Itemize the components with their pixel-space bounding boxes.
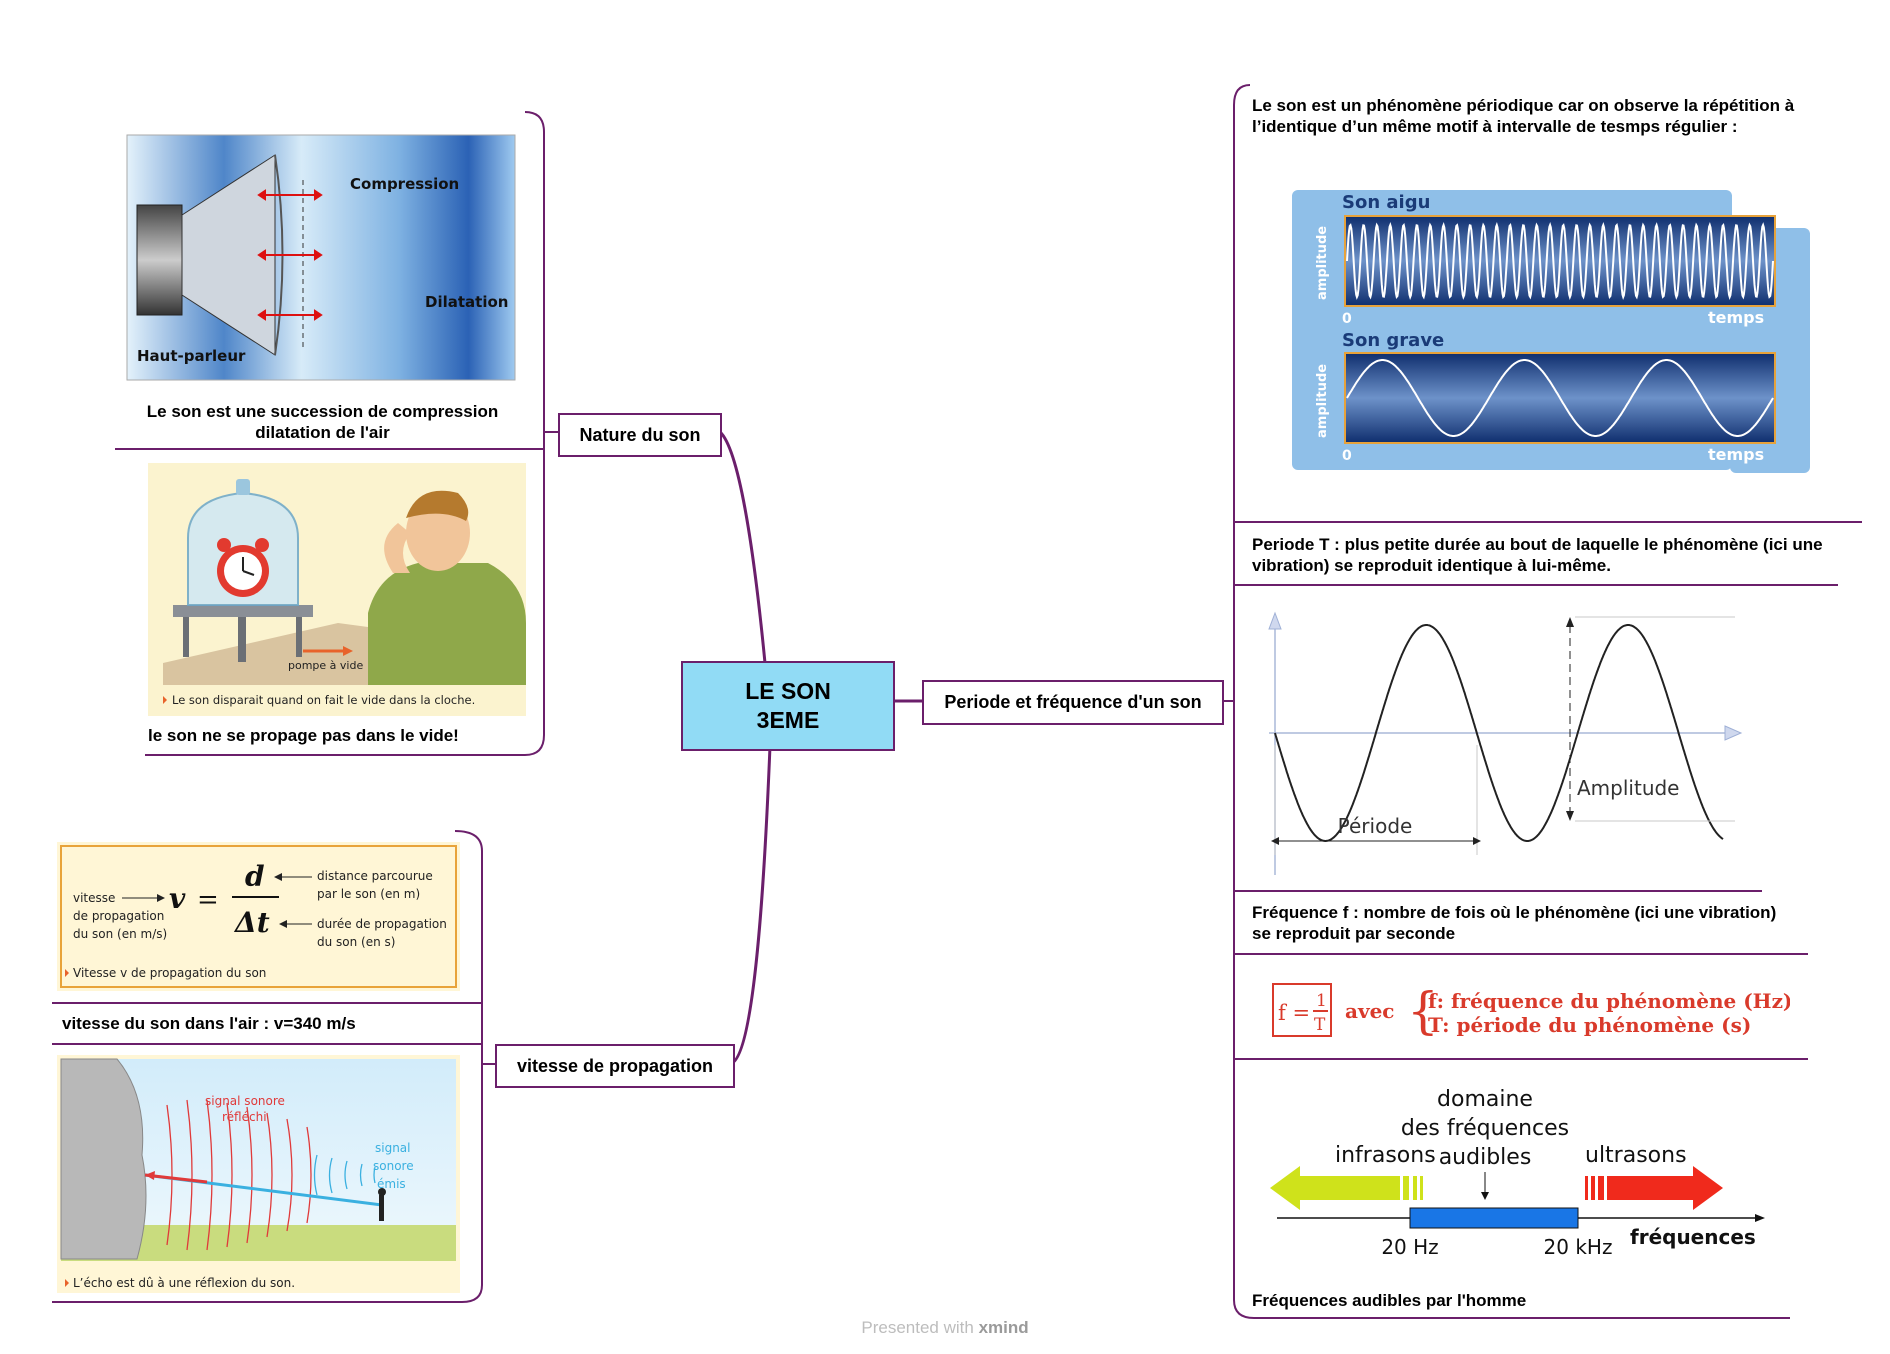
label-amplitude-aigu: amplitude <box>1315 226 1330 300</box>
formula-distance-1: distance parcourue <box>317 869 433 883</box>
branch-nature <box>718 430 767 664</box>
note-vide: le son ne se propage pas dans le vide! <box>148 726 459 745</box>
spectrum-20hz: 20 Hz <box>1381 1235 1438 1259</box>
topic-vitesse-propagation[interactable]: vitesse de propagation <box>495 1044 735 1088</box>
label-zero-aigu: 0 <box>1342 311 1352 327</box>
wave-aigu <box>1346 221 1774 301</box>
band-audible <box>1409 1207 1579 1229</box>
svg-text:{: { <box>1407 982 1439 1040</box>
spectrum-frequences: fréquences <box>1630 1225 1756 1249</box>
echo-emis-3: émis <box>377 1177 406 1191</box>
image-bell-jar: pompe à vide Le son disparait quand on f… <box>148 463 526 716</box>
echo-reflechi-2: réfléchi <box>222 1110 267 1124</box>
label-amplitude-grave: amplitude <box>1315 364 1330 438</box>
label-temps-aigu: temps <box>1708 308 1764 327</box>
periode-bracket <box>1233 84 1790 1319</box>
label-haut-parleur: Haut-parleur <box>137 347 246 365</box>
formula-vitesse-label: vitesse <box>73 891 115 905</box>
footer-text: Presented with <box>861 1318 979 1337</box>
image-formula-vitesse: vitesse de propagation du son (en m/s) v… <box>57 842 460 991</box>
echo-emis-2: sonore <box>373 1159 414 1173</box>
spectrum-domaine-3: audibles <box>1439 1145 1532 1170</box>
wave-grave <box>1346 359 1774 437</box>
formula-delta-t: Δt <box>233 906 270 939</box>
nature-bracket <box>145 111 545 756</box>
image-echo: signal sonore réfléchi signal sonore émi… <box>57 1055 460 1293</box>
image-son-aigu-grave: Son aigu Son grave amplitude amplitude 0… <box>1290 188 1812 478</box>
note-periode-definition: Periode T : plus petite durée au bout de… <box>1252 535 1823 575</box>
formula-equals: = <box>197 885 219 915</box>
label-compression: Compression <box>350 175 459 193</box>
freq-line-1: f: fréquence du phénomène (Hz) <box>1428 989 1790 1013</box>
spectrum-ultrasons: ultrasons <box>1585 1143 1687 1168</box>
freq-avec: avec <box>1345 999 1394 1023</box>
note-compression-dilatation: Le son est une succession de compression… <box>146 402 499 442</box>
spectrum-domaine-2: des fréquences <box>1401 1116 1569 1141</box>
central-title-line2: 3EME <box>756 707 820 733</box>
note-frequence-definition: Fréquence f : nombre de fois où le phéno… <box>1252 903 1777 943</box>
caption-formula-vitesse: Vitesse v de propagation du son <box>73 966 266 980</box>
freq-f-equals: f = <box>1278 1001 1310 1025</box>
label-pompe-vide: pompe à vide <box>288 659 363 672</box>
label-zero-grave: 0 <box>1342 448 1352 464</box>
spectrum-domaine-1: domaine <box>1437 1087 1533 1112</box>
branch-vitesse <box>729 745 772 1066</box>
note-vitesse-air: vitesse du son dans l'air : v=340 m/s <box>62 1014 356 1033</box>
freq-denominator: T <box>1314 1015 1326 1035</box>
label-dilatation: Dilatation <box>425 293 508 311</box>
image-sinusoide: Période Amplitude <box>1255 605 1755 883</box>
label-son-aigu: Son aigu <box>1342 192 1430 213</box>
label-son-grave: Son grave <box>1342 330 1444 351</box>
freq-line-2: T: période du phénomène (s) <box>1428 1013 1751 1037</box>
note-frequences-audibles: Fréquences audibles par l'homme <box>1252 1291 1527 1310</box>
spectrum-20khz: 20 kHz <box>1544 1235 1613 1259</box>
echo-emis-1: signal <box>375 1141 411 1155</box>
spectrum-infrasons: infrasons <box>1335 1143 1436 1168</box>
label-periode: Période <box>1338 814 1413 838</box>
caption-bell-jar: Le son disparait quand on fait le vide d… <box>172 693 475 707</box>
arrow-ultrasons <box>1607 1166 1723 1210</box>
note-periodique: Le son est un phénomène périodique car o… <box>1252 96 1795 136</box>
footer-presented-with: Presented with xmind <box>0 1318 1890 1338</box>
freq-numerator: 1 <box>1316 991 1327 1011</box>
formula-v: v <box>169 882 186 915</box>
footer-brand: xmind <box>978 1318 1029 1337</box>
image-formule-frequence: f = 1 T avec { f: fréquence du phénomène… <box>1270 978 1790 1046</box>
formula-duree-2: du son (en s) <box>317 935 395 949</box>
label-amplitude: Amplitude <box>1577 776 1680 800</box>
vitesse-bracket <box>52 830 483 1303</box>
arrow-infrasons <box>1270 1166 1400 1210</box>
formula-de-propagation-label: de propagation <box>73 909 164 923</box>
caption-echo: L’écho est dû à une réflexion du son. <box>73 1276 295 1290</box>
formula-distance-2: par le son (en m) <box>317 887 420 901</box>
sine-curve <box>1274 624 1724 842</box>
label-temps-grave: temps <box>1708 445 1764 464</box>
image-speaker-compression: Compression Dilatation Haut-parleur <box>125 125 520 387</box>
topic-periode-frequence[interactable]: Periode et fréquence d'un son <box>922 680 1224 725</box>
formula-duree-1: durée de propagation <box>317 917 447 931</box>
central-title-line1: LE SON <box>745 678 831 704</box>
formula-du-son-label: du son (en m/s) <box>73 927 167 941</box>
echo-reflechi-1: signal sonore <box>205 1094 285 1108</box>
topic-nature-du-son[interactable]: Nature du son <box>558 413 722 457</box>
formula-d: d <box>245 860 265 893</box>
central-topic[interactable]: LE SON 3EME <box>681 661 895 751</box>
image-spectre-frequences: domaine des fréquences audibles infrason… <box>1265 1078 1775 1263</box>
